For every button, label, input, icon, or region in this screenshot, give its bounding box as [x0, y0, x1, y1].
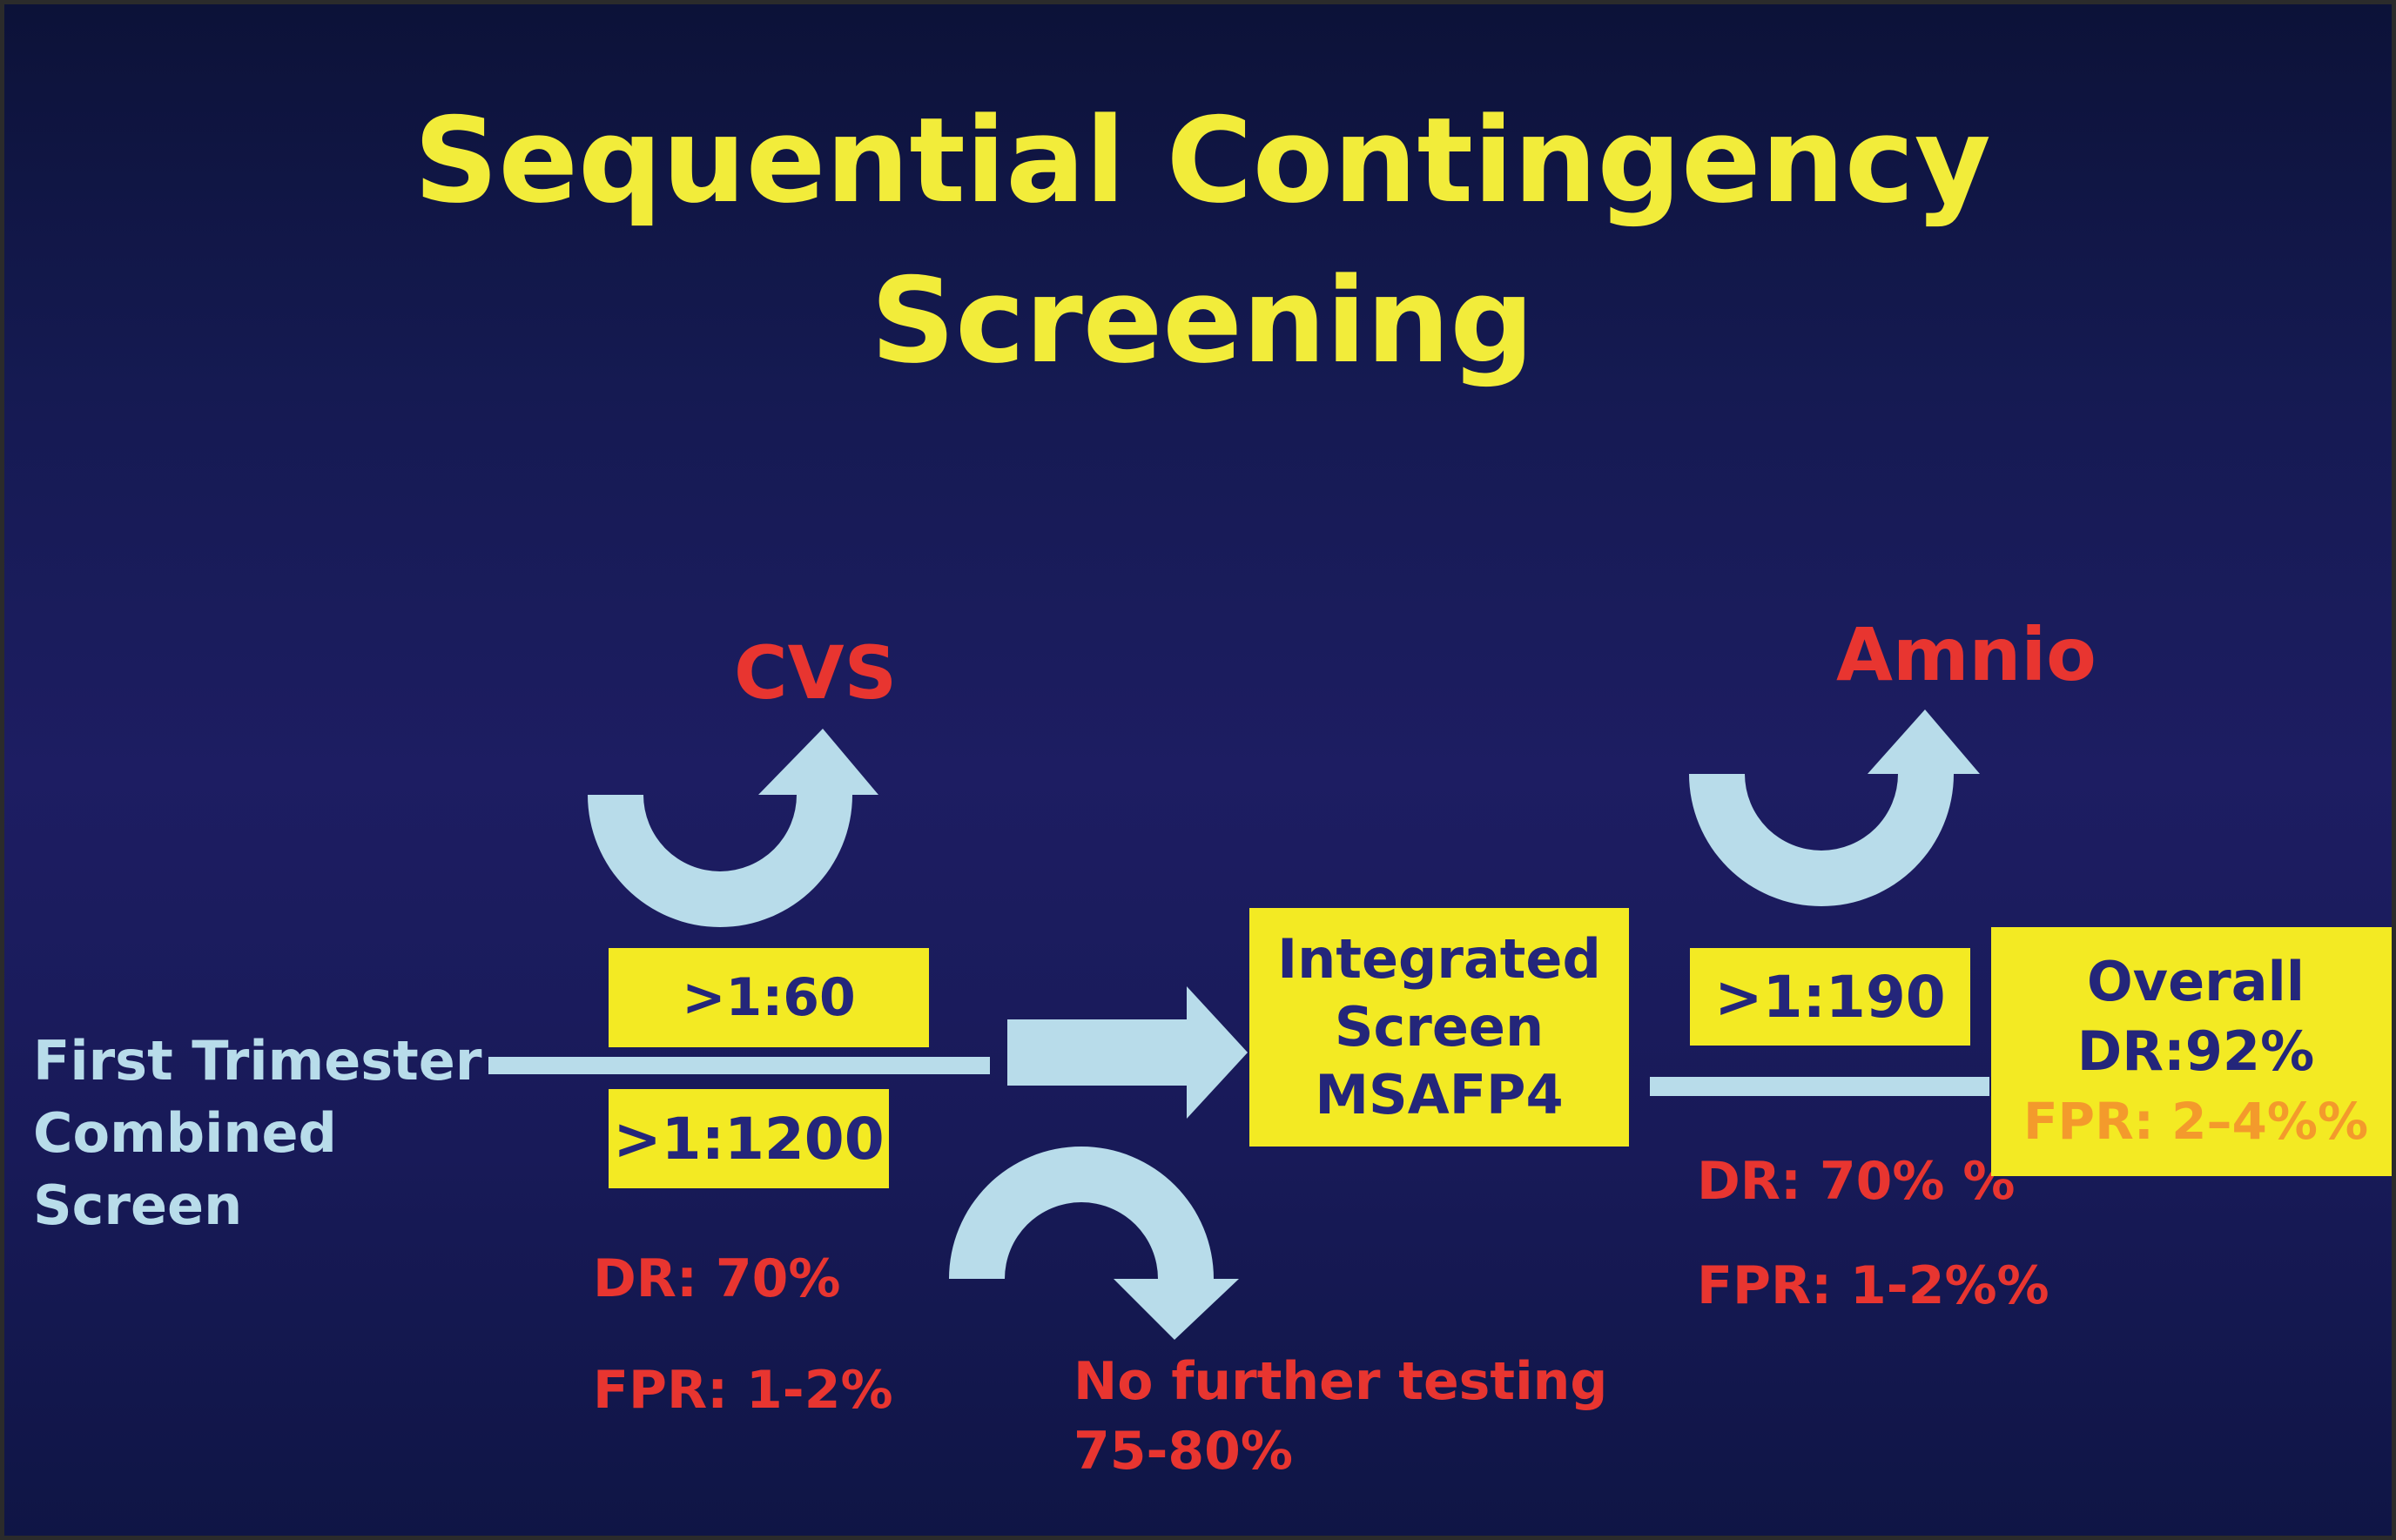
overall-line-3: FPR: 2–4%%: [2022, 1092, 2369, 1151]
first-trimester-line-3: Screen: [33, 1173, 243, 1237]
stage1-connector-line: [488, 1057, 990, 1074]
overall-box: Overall DR:92% FPR: 2–4%%: [1991, 927, 2392, 1176]
cutoff-box-1-190: >1:190: [1690, 948, 1970, 1046]
stage2-connector-line: [1650, 1077, 1989, 1096]
integrated-screen-line-1: Integrated: [1277, 927, 1601, 991]
integrated-screen-line-2: Screen: [1334, 995, 1545, 1059]
no-further-testing-line-1: No further testing: [1073, 1351, 1608, 1412]
no-further-testing-label: No further testing 75-80%: [1073, 1347, 1607, 1486]
cvs-label: CVS: [734, 630, 898, 716]
stage2-dr-label: DR: 70% %: [1697, 1151, 2016, 1212]
cutoff-box-1-60: >1:60: [609, 948, 929, 1047]
no-further-testing-line-2: 75-80%: [1073, 1421, 1294, 1482]
stage2-fpr-label: FPR: 1-2%%: [1697, 1255, 2049, 1316]
stage1-dr-label: DR: 70%: [593, 1248, 841, 1309]
first-trimester-line-1: First Trimester: [33, 1029, 482, 1093]
overall-line-1: Overall: [2086, 950, 2305, 1013]
forward-arrow-icon: [1007, 986, 1248, 1119]
first-trimester-label: First Trimester Combined Screen: [33, 1025, 481, 1241]
curved-arrow-up-icon: [588, 729, 878, 927]
first-trimester-line-2: Combined: [33, 1101, 337, 1165]
curved-arrow-down-icon: [949, 1147, 1239, 1340]
diagram-shapes: [488, 709, 1989, 1340]
title-line-1: Sequential Contingency: [414, 92, 1991, 229]
curved-arrow-up-icon: [1689, 709, 1980, 906]
stage1-fpr-label: FPR: 1-2%: [593, 1360, 893, 1421]
title-line-2: Screening: [870, 252, 1535, 389]
slide-title: Sequential Contingency Screening: [4, 81, 2392, 401]
amnio-label: Amnio: [1836, 612, 2096, 697]
overall-line-2: DR:92%: [2076, 1019, 2315, 1083]
cutoff-box-1-1200: >1:1200: [609, 1089, 889, 1188]
integrated-screen-box: Integrated Screen MSAFP4: [1249, 908, 1629, 1147]
integrated-screen-line-3: MSAFP4: [1315, 1063, 1564, 1126]
